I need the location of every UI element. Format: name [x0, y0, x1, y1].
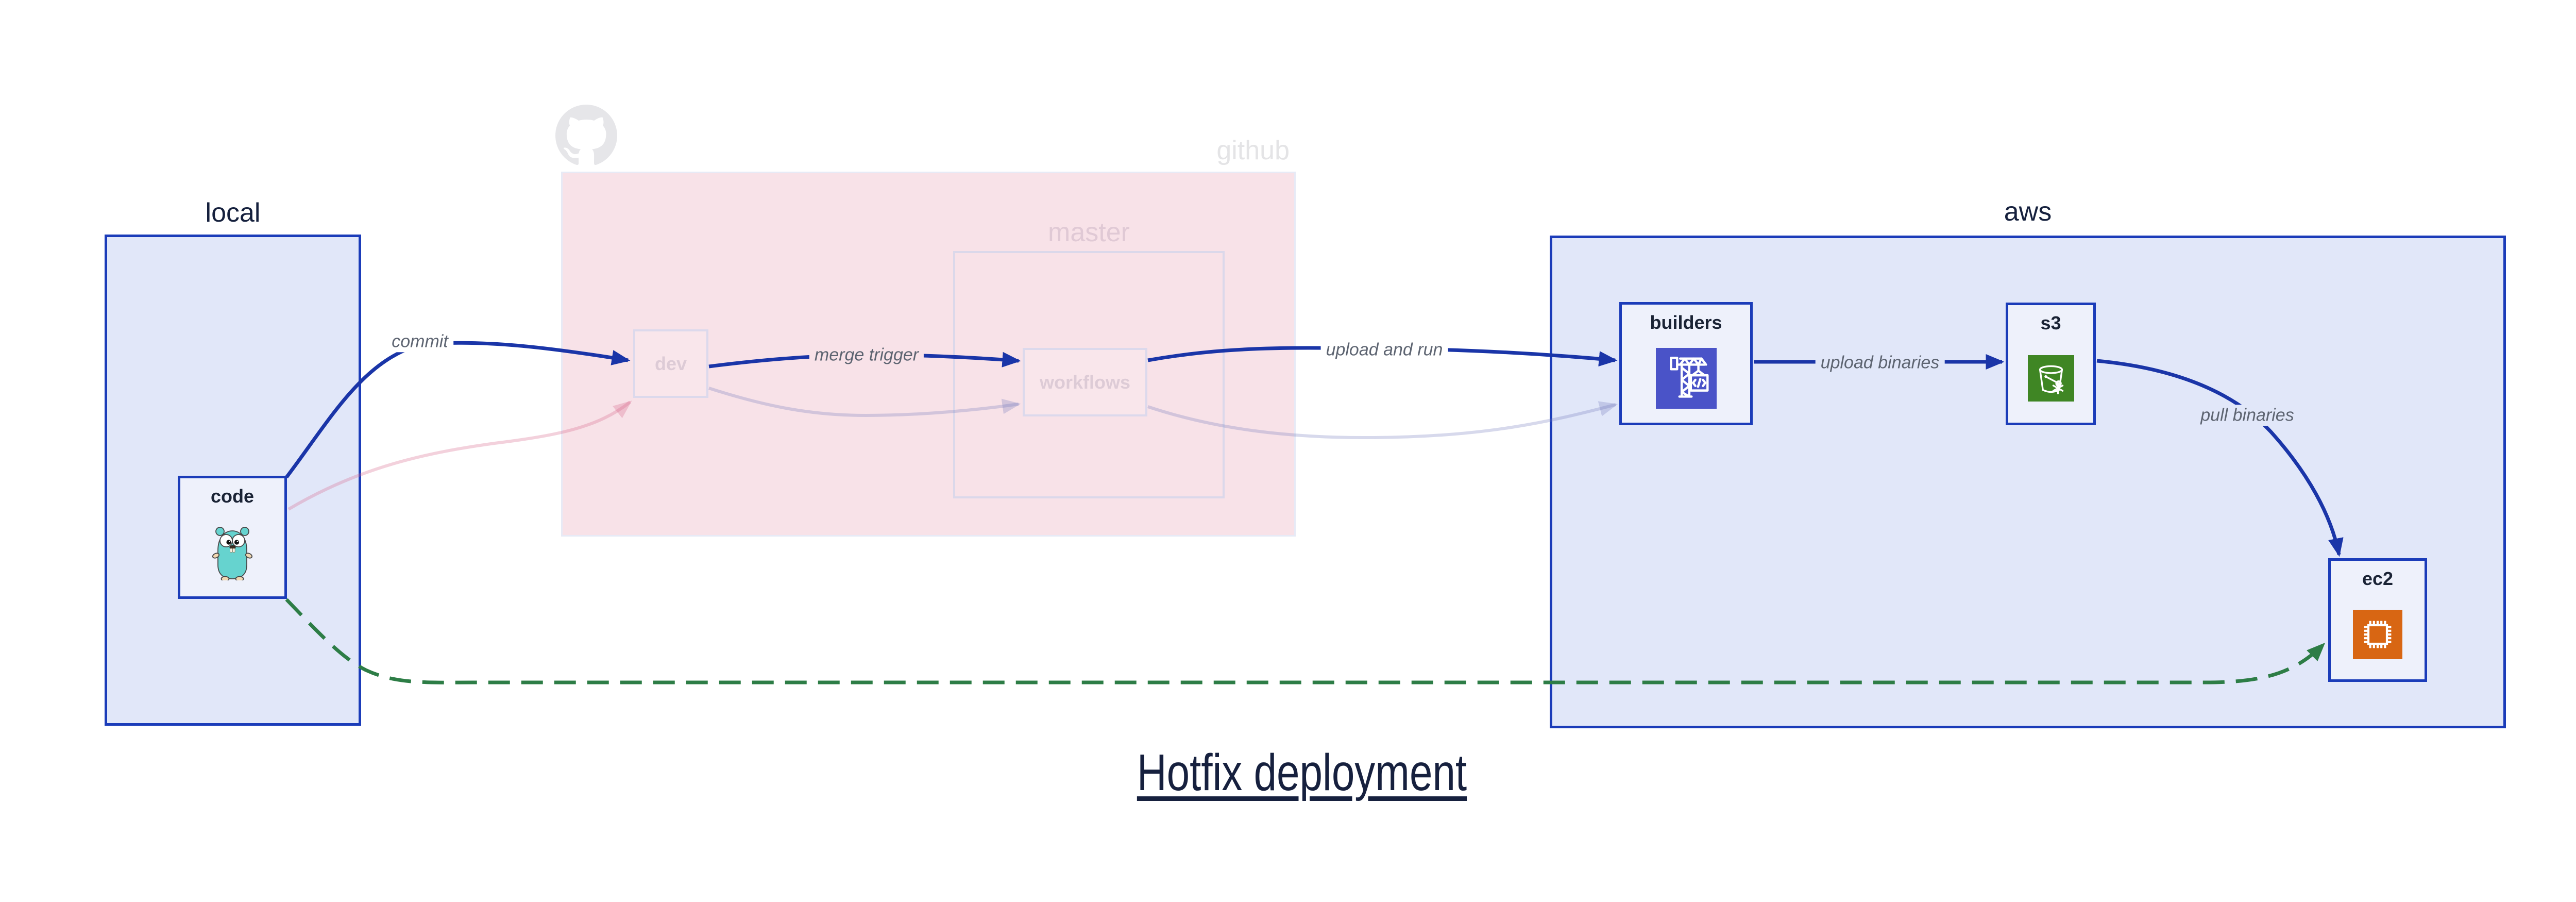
dev-label: dev [654, 353, 687, 374]
workflows-label: workflows [1039, 371, 1131, 393]
master-branch-box [953, 251, 1225, 498]
node-dev: dev [633, 329, 708, 398]
aws-label: aws [2004, 197, 2052, 227]
local-label: local [205, 198, 261, 228]
ec2-label: ec2 [2362, 568, 2394, 589]
node-workflows: workflows [1023, 348, 1147, 416]
node-code: code [178, 476, 287, 599]
edge-label-upload-and-run: upload and run [1320, 339, 1448, 361]
edge-label-pull-binaries: pull binaries [2195, 405, 2299, 426]
aws-codebuild-icon [1655, 333, 1717, 423]
edge-label-upload-binaries: upload binaries [1815, 352, 1945, 374]
master-label: master [1048, 218, 1130, 247]
builders-label: builders [1650, 312, 1722, 333]
node-builders: builders [1619, 302, 1753, 425]
node-s3: s3 [2006, 303, 2096, 425]
code-label: code [210, 486, 255, 507]
github-label: github [1216, 136, 1290, 165]
edge-label-commit: commit [386, 331, 453, 353]
aws-s3-bucket-icon [2027, 334, 2074, 423]
s3-label: s3 [2040, 312, 2061, 333]
go-gopher-icon [212, 507, 253, 596]
edge-label-merge-trigger: merge trigger [809, 344, 924, 366]
aws-ec2-chip-icon [2353, 590, 2402, 679]
diagram-title: Hotfix deployment [1137, 744, 1467, 801]
github-octocat-icon [555, 105, 617, 166]
node-ec2: ec2 [2328, 558, 2427, 682]
